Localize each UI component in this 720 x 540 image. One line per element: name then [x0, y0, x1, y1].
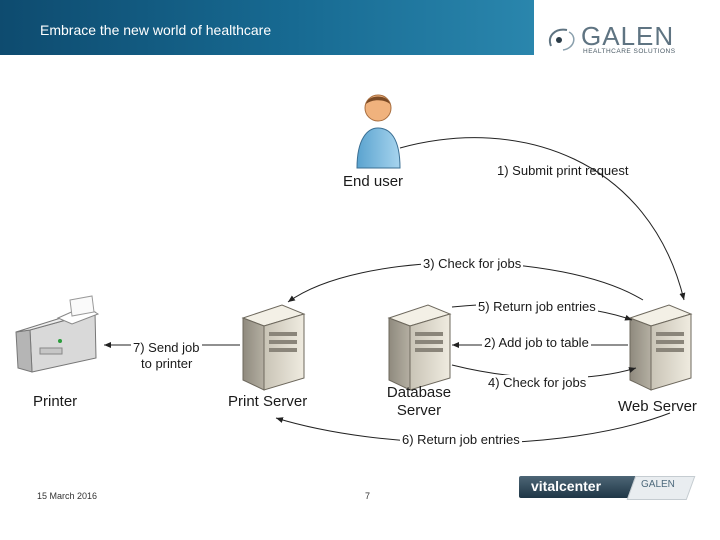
vitalcenter-dark-panel: vitalcenter: [519, 476, 637, 498]
step-5-label: 5) Return job entries: [476, 299, 598, 314]
logo-wordmark: GALEN: [581, 21, 675, 51]
step-7-label-line2: to printer: [141, 356, 193, 371]
web-server-label: Web Server: [618, 398, 697, 415]
vitalcenter-wordmark: vitalcenter: [531, 478, 602, 494]
print-server-icon: [241, 304, 306, 391]
database-server-label-line1: Database: [386, 384, 452, 401]
footer-date: 15 March 2016: [37, 491, 98, 501]
step-7-label-line1: 7) Send job: [131, 340, 202, 356]
galen-swirl-icon: [549, 28, 575, 51]
vitalcenter-logo: vitalcenter GALEN: [519, 476, 696, 500]
step-3-label: 3) Check for jobs: [421, 256, 524, 271]
step-6-label: 6) Return job entries: [400, 432, 522, 447]
footer-page-number: 7: [365, 491, 371, 501]
database-server-label-line2: Server: [396, 402, 442, 419]
web-server-icon: [628, 304, 693, 391]
step-4-label: 4) Check for jobs: [486, 375, 589, 390]
print-server-label: Print Server: [228, 393, 308, 410]
galen-logo: GALEN HEALTHCARE SOLUTIONS: [545, 21, 715, 60]
database-server-label: Database Server: [376, 384, 462, 420]
step-7-label: 7) Send job to printer: [131, 340, 202, 372]
header-banner: Embrace the new world of healthcare: [0, 0, 534, 55]
end-user-label: End user: [343, 173, 404, 190]
header-title: Embrace the new world of healthcare: [40, 22, 272, 38]
printer-label: Printer: [33, 393, 78, 410]
database-server-icon: [387, 304, 452, 391]
step-2-label: 2) Add job to table: [482, 335, 591, 350]
logo-subtitle: HEALTHCARE SOLUTIONS: [583, 48, 676, 55]
vitalcenter-galen-wordmark: GALEN: [641, 479, 675, 490]
end-user-icon: [356, 94, 401, 169]
arrow-1-submit: [399, 137, 686, 301]
printer-icon: [15, 295, 100, 373]
step-1-label: 1) Submit print request: [497, 163, 629, 178]
